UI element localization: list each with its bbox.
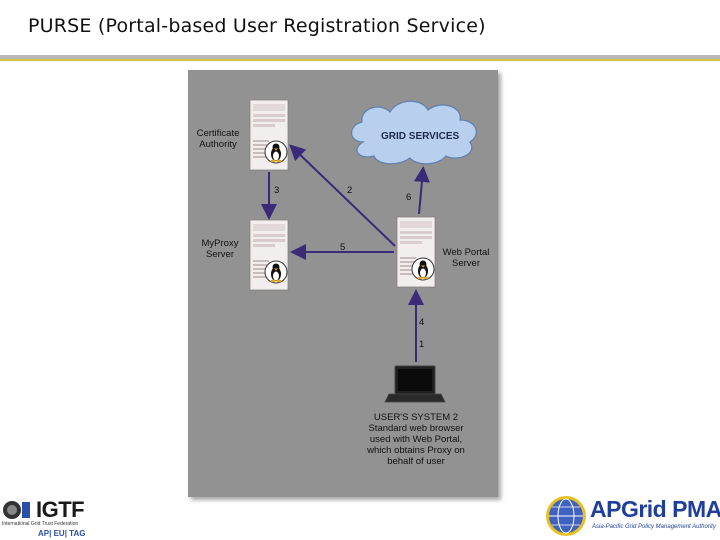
- step-1: 1: [419, 339, 425, 350]
- title-divider: [0, 55, 720, 59]
- igtf-globe-icon: [3, 501, 30, 519]
- ca-server-icon: [249, 99, 289, 171]
- myproxy-label: MyProxy Server: [201, 238, 239, 260]
- diagram-canvas: [249, 99, 477, 403]
- step-2: 2: [347, 185, 353, 196]
- ca-label: Certificate Authority: [196, 128, 240, 150]
- webportal-label: Web Portal Server: [442, 247, 490, 269]
- webportal-server-icon: [396, 216, 436, 288]
- laptop-icon: [384, 365, 446, 403]
- slide-title: PURSE (Portal-based User Registration Se…: [28, 15, 486, 37]
- myproxy-server-icon: [249, 219, 289, 291]
- grid-services-cloud: [351, 100, 477, 165]
- igtf-subtitle: International Grid Trust Federation: [2, 521, 79, 527]
- arrow-6: [413, 166, 430, 215]
- title-divider-accent: [0, 59, 720, 61]
- grid-services-label: GRID SERVICES: [381, 131, 460, 142]
- user-system-caption: USER'S SYSTEM 2 Standard web browser use…: [367, 412, 465, 467]
- arrow-2: [289, 144, 396, 247]
- step-6: 6: [406, 192, 412, 203]
- igtf-tags: AP| EU| TAG: [38, 529, 86, 538]
- apgrid-subtitle: Asia-Pacific Grid Policy Management Auth…: [592, 524, 716, 530]
- apgrid-globe-icon: [546, 496, 586, 536]
- apgrid-name: APGrid PMA: [590, 496, 720, 522]
- igtf-name: IGTF: [36, 497, 85, 522]
- step-4: 4: [419, 317, 425, 328]
- step-3: 3: [274, 185, 280, 196]
- step-5: 5: [340, 242, 346, 253]
- purse-diagram: Certificate Authority MyProxy Server Web…: [188, 70, 498, 497]
